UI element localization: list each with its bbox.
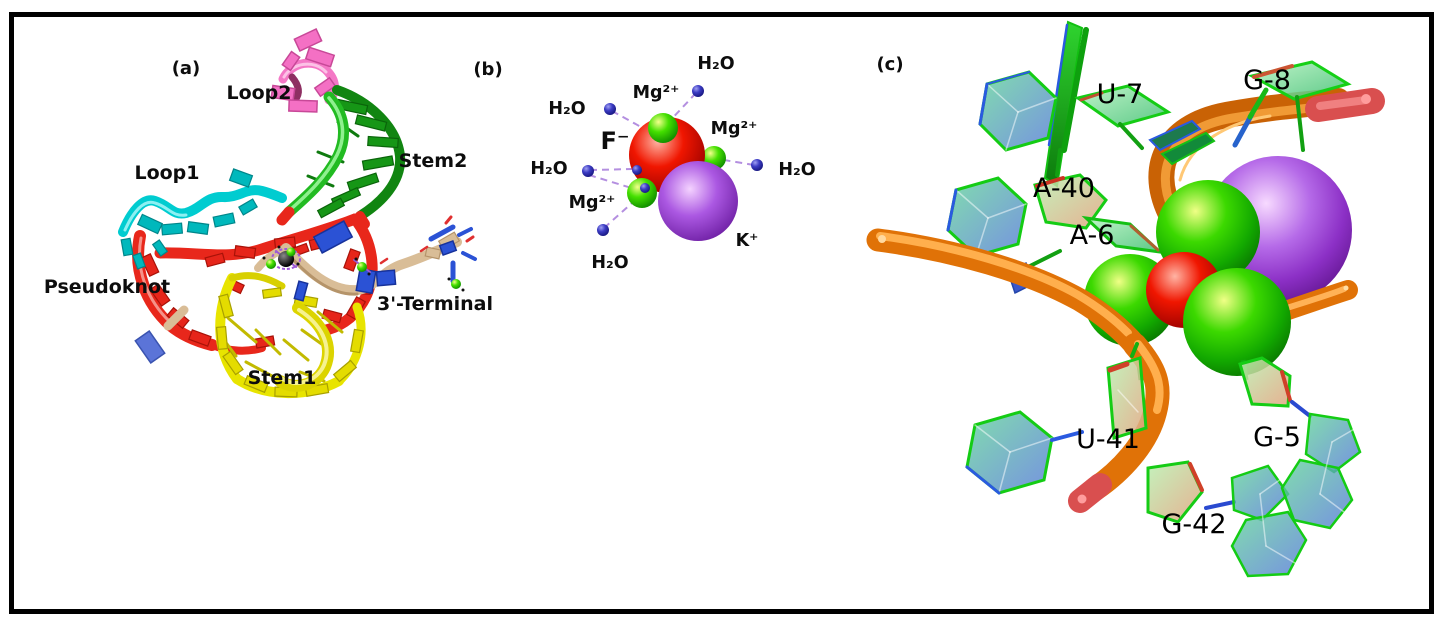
ion-green-sphere	[451, 279, 461, 289]
label-magnesium-lower: Mg²⁺	[569, 193, 616, 213]
ion-green-sphere	[286, 247, 296, 257]
coordination-ring	[271, 248, 301, 270]
ion-spheres-a	[262, 245, 465, 292]
base-g5	[1238, 356, 1292, 408]
label-water-top: H₂O	[697, 54, 734, 74]
figure-border	[9, 12, 1434, 614]
panel-b-label: (b)	[473, 59, 502, 80]
label-stem2: Stem2	[399, 150, 468, 172]
water-sphere	[692, 85, 704, 97]
label-residue-u41: U-41	[1076, 424, 1140, 455]
base-purine-ring	[1230, 464, 1290, 522]
base-u41	[1106, 356, 1148, 440]
magnesium-sphere-right	[1183, 268, 1291, 376]
backbone-right-stub	[1278, 280, 1358, 320]
magnesium-ion-sphere	[627, 178, 657, 208]
water-sphere	[632, 165, 642, 175]
label-residue-a40: A-40	[1033, 173, 1095, 204]
panel-a-labels: (a) Loop2 Stem2 Loop1 Pseudoknot Stem1 3…	[44, 58, 493, 389]
label-residue-a6: A-6	[1070, 220, 1115, 251]
backbone-red-tip-highlight	[1077, 494, 1087, 504]
stem1-ribbon-yellow	[215, 272, 366, 399]
label-residue-g42: G-42	[1161, 509, 1226, 540]
loop1-ribbon-cyan	[118, 168, 287, 270]
ion-green-sphere	[266, 259, 276, 269]
label-residue-u7: U-7	[1097, 79, 1144, 110]
label-magnesium-right: Mg²⁺	[711, 119, 758, 139]
label-water-right: H₂O	[778, 160, 815, 180]
panel-c: (c) U-7 G-8 A-40 A-6 U-41 G-5 G-42	[866, 20, 1385, 578]
label-potassium: K⁺	[736, 231, 759, 251]
backbone-front-tube	[866, 228, 1170, 513]
nucleotide-bases-lower	[965, 342, 1362, 578]
label-pseudoknot: Pseudoknot	[44, 276, 170, 298]
water-sphere	[640, 183, 650, 193]
label-water-bottom: H₂O	[591, 253, 628, 273]
label-water-left: H₂O	[530, 159, 567, 179]
base-u7	[1074, 84, 1172, 128]
panel-b-labels: (b) H₂O Mg²⁺ H₂O Mg²⁺ F⁻ H₂O H₂O Mg²⁺ K⁺…	[473, 54, 815, 273]
rna-strand-blade	[1148, 119, 1202, 152]
potassium-ion-sphere	[658, 161, 738, 241]
label-3-terminal: 3'-Terminal	[377, 293, 493, 315]
stem2-ribbon-green	[276, 85, 406, 229]
label-fluoride: F⁻	[600, 127, 629, 155]
base-purine-ring	[1280, 458, 1354, 530]
label-loop2: Loop2	[226, 82, 291, 104]
magnesium-ion-sphere	[648, 113, 678, 143]
base-blue-quads	[134, 215, 477, 364]
ion-green-sphere	[357, 262, 367, 272]
label-loop1: Loop1	[134, 162, 199, 184]
panel-b: (b) H₂O Mg²⁺ H₂O Mg²⁺ F⁻ H₂O H₂O Mg²⁺ K⁺…	[473, 54, 815, 273]
panel-a: (a) Loop2 Stem2 Loop1 Pseudoknot Stem1 3…	[44, 28, 493, 399]
base-g42	[1146, 460, 1204, 524]
panel-a-label: (a)	[172, 58, 201, 79]
rna-strand-blade	[1160, 131, 1216, 166]
label-water-upper-left: H₂O	[548, 99, 585, 119]
water-sphere	[751, 159, 763, 171]
panel-c-label: (c)	[876, 54, 903, 75]
water-sphere	[597, 224, 609, 236]
base-purine-ring	[1304, 412, 1362, 474]
label-residue-g8: G-8	[1243, 65, 1291, 96]
backbone-red-tip-highlight	[1361, 94, 1371, 104]
water-sphere	[582, 165, 594, 177]
label-magnesium-top: Mg²⁺	[633, 83, 680, 103]
base-a40	[1033, 173, 1108, 230]
panel-c-labels: (c) U-7 G-8 A-40 A-6 U-41 G-5 G-42	[876, 54, 1300, 540]
label-stem1: Stem1	[248, 367, 317, 389]
water-sphere	[604, 103, 616, 115]
base-purine-ring	[1230, 510, 1308, 578]
label-residue-g5: G-5	[1253, 422, 1301, 453]
